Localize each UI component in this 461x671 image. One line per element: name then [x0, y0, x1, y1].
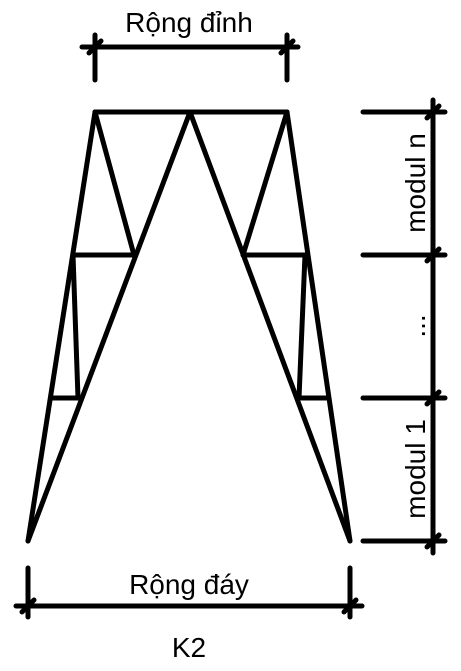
top-width-tick-right: [278, 38, 296, 56]
top-width-label: Rộng đỉnh: [125, 7, 253, 38]
right-main-diagonal: [187, 109, 353, 544]
module-tick-3: [424, 389, 442, 407]
module-n-label: modul n: [400, 133, 431, 233]
left-main-diagonal: [25, 109, 193, 544]
bottom-width-tick-left: [19, 597, 37, 615]
right-leg: [284, 109, 353, 544]
top-width-dimension: [79, 32, 301, 83]
left-upper-brace: [92, 109, 137, 258]
right-lower-brace: [296, 252, 308, 401]
module-dimension: [360, 97, 448, 556]
module-tick-1: [424, 103, 442, 121]
bottom-width-dimension: [13, 565, 365, 620]
bottom-width-tick-right: [341, 597, 359, 615]
module-tick-4: [424, 532, 442, 550]
top-width-tick-left: [86, 38, 104, 56]
left-leg: [25, 109, 98, 544]
caption-label: K2: [172, 632, 206, 663]
bottom-width-label: Rộng đáy: [129, 569, 249, 600]
module-tick-2: [424, 246, 442, 264]
module-1-label: modul 1: [400, 419, 431, 519]
k2-truss: [25, 109, 353, 544]
left-lower-brace: [70, 252, 81, 401]
right-upper-brace: [240, 109, 290, 258]
module-ellipsis-label: ...: [400, 314, 431, 337]
